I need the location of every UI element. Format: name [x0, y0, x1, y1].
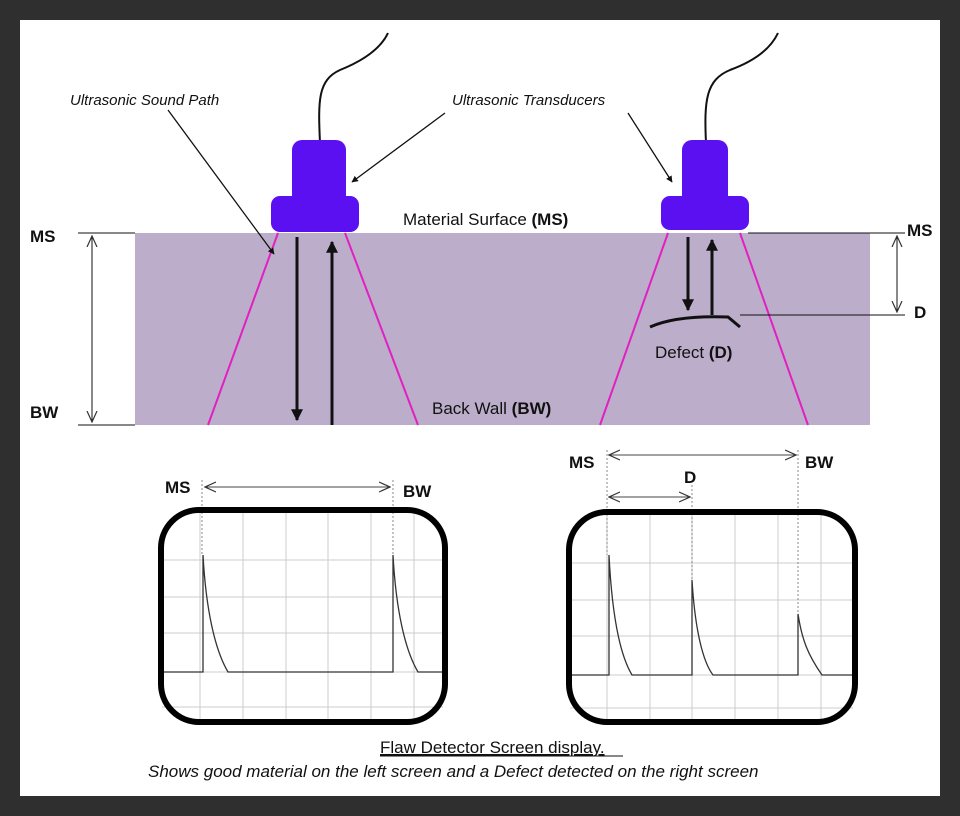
- beam-edge-left-2: [599, 232, 669, 426]
- transducer-left-base: [271, 196, 359, 232]
- material-surface-label: Material Surface (MS): [403, 210, 568, 229]
- transducers-label: Ultrasonic Transducers: [452, 92, 606, 109]
- screen-bezel-left: [158, 507, 448, 725]
- right-defect-dimension: [740, 232, 905, 316]
- screen-left-bw-label: BW: [403, 482, 432, 501]
- echo-trace-right: [570, 554, 853, 676]
- beam-edge-right-2: [739, 232, 809, 426]
- back-wall-label: Back Wall (BW): [432, 399, 551, 418]
- screen-right-bw-label: BW: [805, 453, 834, 472]
- echo-trace-left: [162, 554, 443, 673]
- beam-edge-left: [207, 232, 279, 426]
- left-thickness-dimension: [78, 232, 135, 426]
- flaw-detector-screen-left: MS BW: [158, 478, 448, 725]
- d-label-right: D: [914, 303, 926, 322]
- material-block: [135, 233, 870, 425]
- defect-shape: [649, 315, 741, 329]
- ms-label-right: MS: [907, 221, 933, 240]
- transducer-cable-left: [318, 32, 389, 144]
- caption-title: Flaw Detector Screen display.: [380, 738, 605, 757]
- bw-label-left: BW: [30, 403, 59, 422]
- transducer-pointer-right: [627, 112, 673, 183]
- sound-path-pointer: [167, 109, 275, 255]
- screen-bezel-right: [566, 509, 858, 725]
- transducer-right-base: [661, 196, 749, 230]
- transducer-cable-right: [704, 32, 779, 144]
- transducer-left-body: [292, 140, 346, 206]
- ms-label-left: MS: [30, 227, 56, 246]
- transducer-right-body: [682, 140, 728, 206]
- caption-subtitle: Shows good material on the left screen a…: [148, 762, 758, 781]
- beam-edge-right: [344, 232, 419, 426]
- flaw-detector-screen-right: MS BW D: [566, 450, 858, 725]
- screen-right-ms-label: MS: [569, 453, 595, 472]
- transducer-pointer-left: [351, 112, 446, 183]
- screen-right-d-label: D: [684, 468, 696, 487]
- sound-path-label: Ultrasonic Sound Path: [70, 92, 219, 109]
- defect-label: Defect (D): [655, 343, 732, 362]
- screen-left-ms-label: MS: [165, 478, 191, 497]
